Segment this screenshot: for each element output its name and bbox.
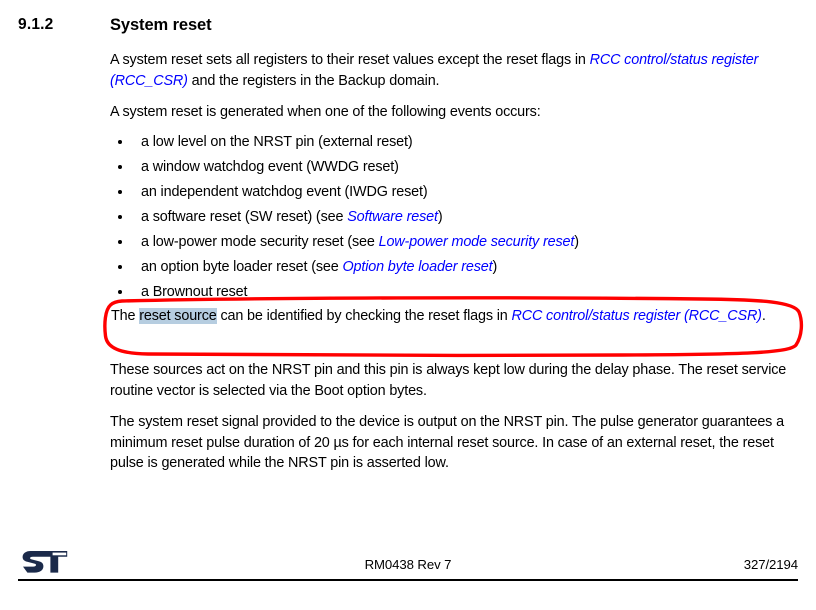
paragraph-nrst: These sources act on the NRST pin and th… bbox=[110, 362, 787, 399]
bullet-dot-icon bbox=[118, 290, 122, 295]
selected-text-highlight[interactable]: reset source bbox=[139, 308, 217, 324]
st-logo-icon bbox=[22, 551, 68, 573]
list-item-text: a Brownout reset bbox=[141, 284, 248, 301]
list-item: a software reset (SW reset) (see Softwar… bbox=[110, 207, 800, 228]
reset-events-list: a low level on the NRST pin (external re… bbox=[110, 132, 800, 303]
footer-divider bbox=[18, 579, 798, 581]
bullet-dot-icon bbox=[118, 239, 122, 244]
footer-page-number: 327/2194 bbox=[743, 557, 798, 572]
bullet-dot-icon bbox=[118, 189, 122, 194]
body-column: A system reset sets all registers to the… bbox=[110, 50, 800, 307]
list-item: an independent watchdog event (IWDG rese… bbox=[110, 182, 800, 203]
list-item-text: a window watchdog event (WWDG reset) bbox=[141, 158, 399, 175]
bullet-dot-icon bbox=[118, 214, 122, 219]
section-heading: 9.1.2 System reset bbox=[0, 16, 816, 42]
xref-low-power-mode-security-reset[interactable]: Low-power mode security reset bbox=[378, 233, 575, 250]
list-item-text: an option byte loader reset (see bbox=[141, 258, 343, 275]
list-item: a low-power mode security reset (see Low… bbox=[110, 232, 800, 253]
annotated-paragraph-text: The reset source can be identified by ch… bbox=[111, 306, 793, 327]
annotated-lead: The bbox=[111, 308, 140, 324]
list-intro-paragraph: A system reset is generated when one of … bbox=[110, 104, 541, 120]
section-number: 9.1.2 bbox=[18, 16, 54, 33]
bullet-dot-icon bbox=[118, 139, 122, 144]
page-footer: RM0438 Rev 7 327/2194 bbox=[0, 531, 816, 591]
lower-body-column: These sources act on the NRST pin and th… bbox=[110, 360, 800, 485]
xref-rcc-csr-annotated[interactable]: RCC control/status register (RCC_CSR) bbox=[511, 308, 762, 324]
bullet-dot-icon bbox=[118, 264, 122, 269]
list-item: a low level on the NRST pin (external re… bbox=[110, 132, 800, 153]
list-item-text: an independent watchdog event (IWDG rese… bbox=[141, 183, 428, 200]
list-item: a Brownout reset bbox=[110, 282, 800, 303]
annotated-tail: . bbox=[761, 308, 766, 324]
page-title: System reset bbox=[110, 16, 212, 34]
xref-software-reset[interactable]: Software reset bbox=[347, 208, 438, 225]
annotated-middle: can be identified by checking the reset … bbox=[216, 308, 512, 324]
annotated-paragraph-block: The reset source can be identified by ch… bbox=[102, 296, 806, 358]
xref-option-byte-loader-reset[interactable]: Option byte loader reset bbox=[342, 258, 493, 275]
paragraph-pulse: The system reset signal provided to the … bbox=[110, 414, 784, 471]
list-item-text: a low level on the NRST pin (external re… bbox=[141, 133, 413, 150]
xref-rcc-csr-intro[interactable]: RCC control/status register (RCC_CSR) bbox=[110, 52, 759, 89]
intro-paragraph: A system reset sets all registers to the… bbox=[110, 50, 800, 91]
intro-paragraph-after: and the registers in the Backup domain. bbox=[187, 72, 440, 89]
intro-paragraph-before: A system reset sets all registers to the… bbox=[110, 52, 590, 68]
list-item-suffix: ) bbox=[437, 208, 443, 225]
footer-document-revision: RM0438 Rev 7 bbox=[364, 557, 452, 572]
list-item-suffix: ) bbox=[574, 233, 579, 250]
list-item-suffix: ) bbox=[492, 258, 498, 275]
list-item-text: a software reset (SW reset) (see bbox=[141, 208, 348, 225]
bullet-dot-icon bbox=[118, 164, 122, 169]
list-item: a window watchdog event (WWDG reset) bbox=[110, 157, 800, 178]
list-item: an option byte loader reset (see Option … bbox=[110, 257, 800, 278]
list-item-text: a low-power mode security reset (see bbox=[141, 233, 379, 250]
